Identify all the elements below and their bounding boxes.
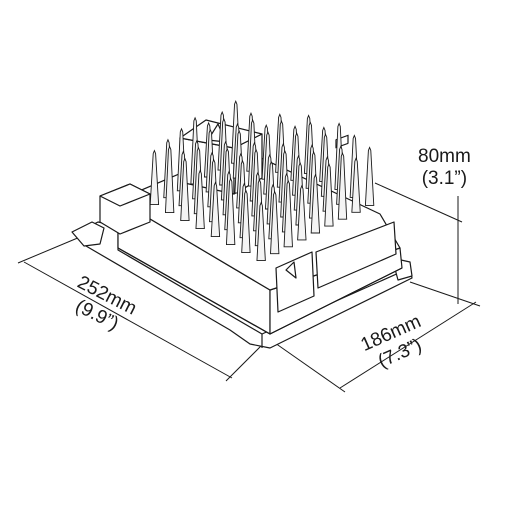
width-dimension-line	[339, 301, 477, 389]
heat-sink-fin	[364, 146, 375, 206]
dimension-lines	[17, 182, 481, 393]
connector-block-top	[99, 183, 151, 207]
heat-sink-fin	[310, 173, 321, 234]
width-extension-left	[274, 342, 346, 393]
length-dimension-line	[23, 261, 233, 379]
height-metric: 80mm	[418, 146, 471, 167]
heat-sink-fin	[283, 179, 293, 248]
heat-sink-fin	[149, 149, 160, 206]
display-panel	[315, 221, 397, 289]
heat-sink-fin	[225, 177, 236, 246]
height-imperial: (3.1”)	[421, 168, 468, 189]
housing-edges	[117, 247, 403, 348]
heat-sink-fins	[149, 100, 375, 262]
label-panel	[275, 251, 315, 313]
height-extension-top	[374, 182, 463, 223]
left-mounting-foot	[71, 221, 105, 247]
heat-sink-fin	[297, 184, 307, 241]
heat-sink-fin	[210, 181, 221, 238]
length-extension-right	[225, 344, 263, 382]
heat-sink-fin	[351, 157, 361, 213]
length-extension-left	[17, 236, 81, 264]
heat-sink-fin	[241, 189, 251, 254]
heat-sink-fin	[337, 152, 348, 220]
heat-sink-fin	[256, 201, 266, 262]
warning-triangle-side	[285, 261, 297, 279]
heat-sink-fin	[164, 145, 175, 214]
height-dimension-label: 80mm (3.1”)	[418, 146, 471, 190]
heat-sink-fin	[180, 157, 190, 222]
width-extension-right	[409, 281, 481, 307]
heat-sink-fin	[270, 190, 280, 255]
heat-sink-fin	[195, 169, 205, 230]
heat-sink-fin	[324, 162, 334, 227]
